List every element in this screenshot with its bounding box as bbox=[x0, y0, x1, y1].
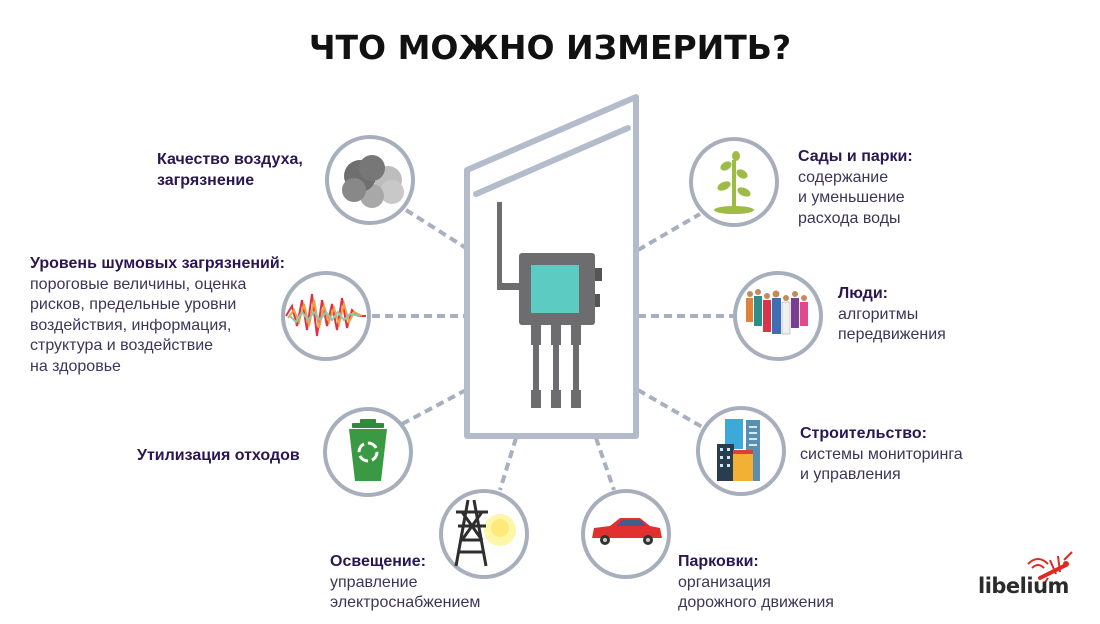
page-title: ЧТО МОЖНО ИЗМЕРИТЬ? bbox=[308, 28, 792, 67]
libelium-logo: libelium bbox=[978, 574, 1069, 598]
noise-circle bbox=[281, 271, 371, 361]
construction-circle bbox=[696, 406, 786, 496]
car-icon bbox=[592, 518, 662, 545]
label-parking: Парковки: организация дорожного движения bbox=[678, 553, 834, 611]
label-construction: Строительство: системы мониторинга и упр… bbox=[800, 425, 963, 483]
air-quality-circle bbox=[325, 135, 415, 225]
recycle-bin-icon bbox=[349, 419, 387, 481]
label-lighting: Освещение: управление электроснабжением bbox=[330, 553, 481, 611]
waste-circle bbox=[323, 407, 413, 497]
sound-wave-icon bbox=[285, 293, 366, 337]
plant-sprout-icon bbox=[714, 151, 754, 214]
connector-lines bbox=[372, 208, 736, 491]
lighting-circle bbox=[439, 489, 529, 579]
gardens-circle bbox=[689, 137, 779, 227]
parking-circle bbox=[581, 489, 671, 579]
sensor-device-icon bbox=[497, 202, 602, 408]
buildings-icon bbox=[717, 419, 760, 481]
label-people: Люди: алгоритмы передвижения bbox=[838, 285, 946, 343]
label-waste: Утилизация отходов bbox=[137, 447, 300, 464]
people-circle bbox=[733, 271, 823, 361]
label-air-quality: Качество воздуха, загрязнение bbox=[157, 151, 303, 189]
smog-cloud-icon bbox=[342, 155, 404, 208]
dragonfly-signal-icon bbox=[1027, 551, 1073, 585]
label-noise: Уровень шумовых загрязнений: пороговые в… bbox=[30, 255, 286, 375]
power-tower-bulb-icon bbox=[454, 499, 488, 567]
label-gardens: Сады и парки: содержание и уменьшение ра… bbox=[798, 148, 913, 227]
crowd-icon bbox=[746, 289, 808, 335]
